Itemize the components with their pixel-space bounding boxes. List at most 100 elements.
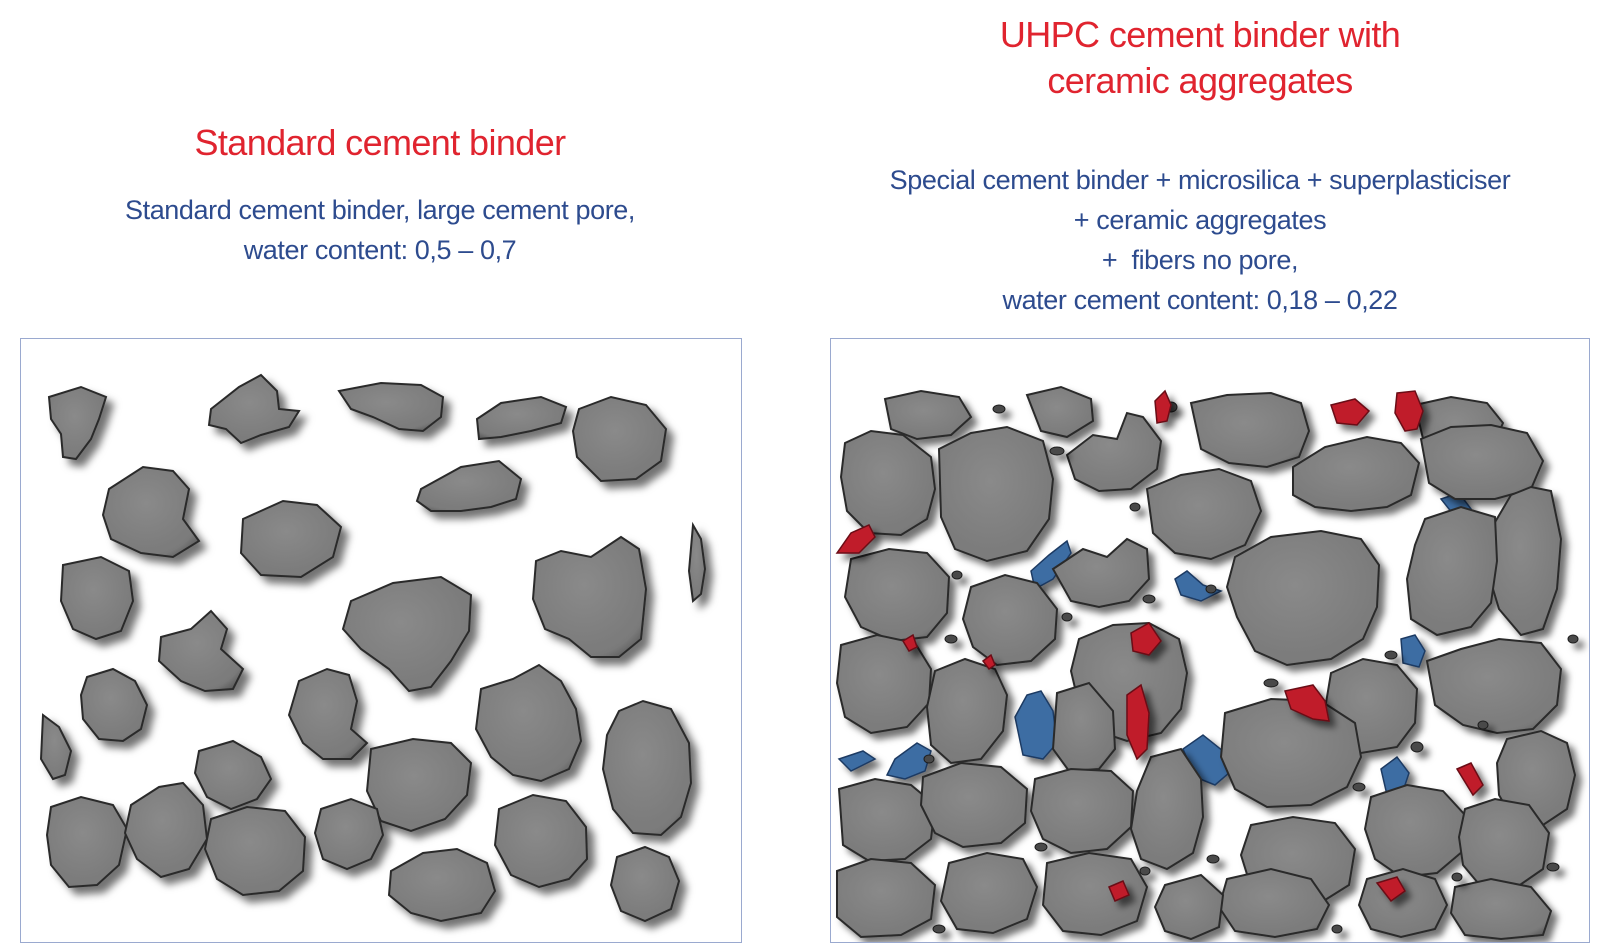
ceramic-aggregate — [1394, 390, 1424, 432]
uhpc-binder-description: Special cement binder + microsilica + su… — [820, 160, 1580, 320]
aggregate-grain — [883, 389, 973, 441]
fine-particle — [1034, 842, 1048, 852]
aggregate-grain — [1145, 467, 1263, 561]
fine-particle — [1352, 782, 1366, 792]
aggregate-grain — [1219, 697, 1363, 809]
aggregate-grain — [1292, 435, 1421, 513]
fine-particle — [1331, 924, 1343, 934]
aggregate-grain — [531, 535, 648, 658]
aggregate-grain — [1363, 783, 1467, 879]
microsilica-particle — [885, 742, 932, 780]
aggregate-grain — [1051, 681, 1117, 773]
aggregate-grain — [1449, 877, 1553, 941]
description-line: Standard cement binder, large cement por… — [124, 195, 636, 225]
aggregate-grain — [961, 573, 1059, 667]
fine-particle — [1206, 854, 1220, 864]
fine-particle — [1263, 678, 1279, 688]
ceramic-aggregate — [1330, 398, 1371, 426]
fine-particle — [1139, 866, 1151, 876]
fine-particle — [1129, 502, 1141, 512]
uhpc-binder-title: UHPC cement binder with ceramic aggregat… — [999, 14, 1401, 101]
aggregate-grain — [79, 667, 149, 743]
aggregate-grain — [1051, 537, 1151, 609]
uhpc-microstructure-svg — [835, 385, 1579, 941]
aggregate-grain — [1419, 423, 1545, 500]
microsilica-particle — [837, 750, 877, 772]
ceramic-aggregate — [1154, 389, 1172, 424]
description-line: + ceramic aggregates — [1073, 205, 1327, 235]
fine-particle — [1451, 872, 1463, 882]
aggregate-grain — [203, 805, 307, 897]
aggregate-grain — [59, 555, 135, 641]
fine-particle — [1477, 720, 1489, 730]
fine-particle — [944, 634, 958, 644]
aggregate-grain — [415, 459, 523, 512]
aggregate-grain — [207, 373, 301, 445]
aggregate-grain — [925, 657, 1009, 765]
description-line: Special cement binder + microsilica + su… — [889, 165, 1511, 195]
aggregate-grain — [287, 667, 369, 760]
uhpc-binder-microstructure — [830, 338, 1590, 943]
fine-particle — [932, 924, 946, 934]
aggregate-grain — [835, 633, 933, 735]
aggregate-grain — [475, 395, 568, 441]
aggregate-grain — [157, 609, 245, 693]
aggregate-grain — [1041, 851, 1149, 937]
aggregate-grain — [47, 385, 108, 461]
microsilica-particle — [1400, 634, 1426, 668]
fine-particle — [923, 754, 935, 764]
fine-particle — [1049, 446, 1065, 456]
aggregate-grain — [1029, 767, 1135, 855]
aggregate-grain — [1189, 391, 1311, 469]
aggregate-grain — [1225, 529, 1381, 667]
ceramic-aggregate — [1126, 683, 1150, 761]
aggregate-grain — [1495, 729, 1577, 827]
aggregate-grain — [919, 761, 1029, 849]
aggregate-grain — [1357, 867, 1449, 939]
fine-particle — [1384, 650, 1398, 660]
standard-microstructure-svg — [39, 373, 707, 923]
aggregate-grain — [337, 381, 445, 433]
fine-particle — [1567, 634, 1579, 644]
aggregate-grain — [474, 663, 583, 783]
fine-particle — [1546, 862, 1560, 872]
ceramic-aggregate — [1108, 880, 1130, 902]
fine-particle — [1061, 612, 1073, 622]
aggregate-grain — [1129, 747, 1205, 871]
aggregate-grain — [101, 465, 201, 559]
aggregate-grain — [313, 797, 385, 871]
aggregate-grain — [843, 547, 951, 643]
ceramic-aggregate — [1375, 876, 1406, 903]
aggregate-grain — [601, 699, 693, 837]
aggregate-grain — [365, 737, 473, 833]
ceramic-aggregate — [981, 653, 996, 671]
aggregate-grain — [609, 845, 681, 923]
aggregate-grain — [1425, 637, 1563, 735]
standard-binder-description: Standard cement binder, large cement por… — [60, 190, 700, 270]
aggregate-grain — [45, 795, 129, 889]
aggregate-grain — [687, 521, 707, 603]
aggregate-grain — [123, 781, 209, 879]
microsilica-particle — [1014, 690, 1058, 760]
aggregate-grain — [1457, 797, 1551, 891]
aggregate-grain — [571, 395, 668, 483]
aggregate-grain — [1217, 867, 1331, 939]
aggregate-grain — [493, 793, 589, 889]
aggregate-grain — [836, 857, 937, 939]
ceramic-aggregate — [835, 524, 876, 554]
aggregate-grain — [937, 425, 1055, 563]
aggregate-grain — [387, 847, 497, 923]
aggregate-grain — [1485, 485, 1563, 637]
fine-particle — [951, 570, 963, 580]
description-line: water content: 0,5 – 0,7 — [243, 235, 517, 265]
aggregate-grain — [1025, 385, 1095, 439]
ceramic-aggregate — [1284, 684, 1330, 722]
description-line: + fibers no pore, — [1101, 245, 1299, 275]
aggregate-grain — [1065, 411, 1163, 493]
aggregate-grain — [1405, 505, 1499, 637]
ceramic-aggregate — [1455, 762, 1484, 797]
fine-particle — [992, 404, 1006, 414]
aggregate-grain — [193, 739, 273, 811]
fine-particle — [1142, 594, 1156, 604]
